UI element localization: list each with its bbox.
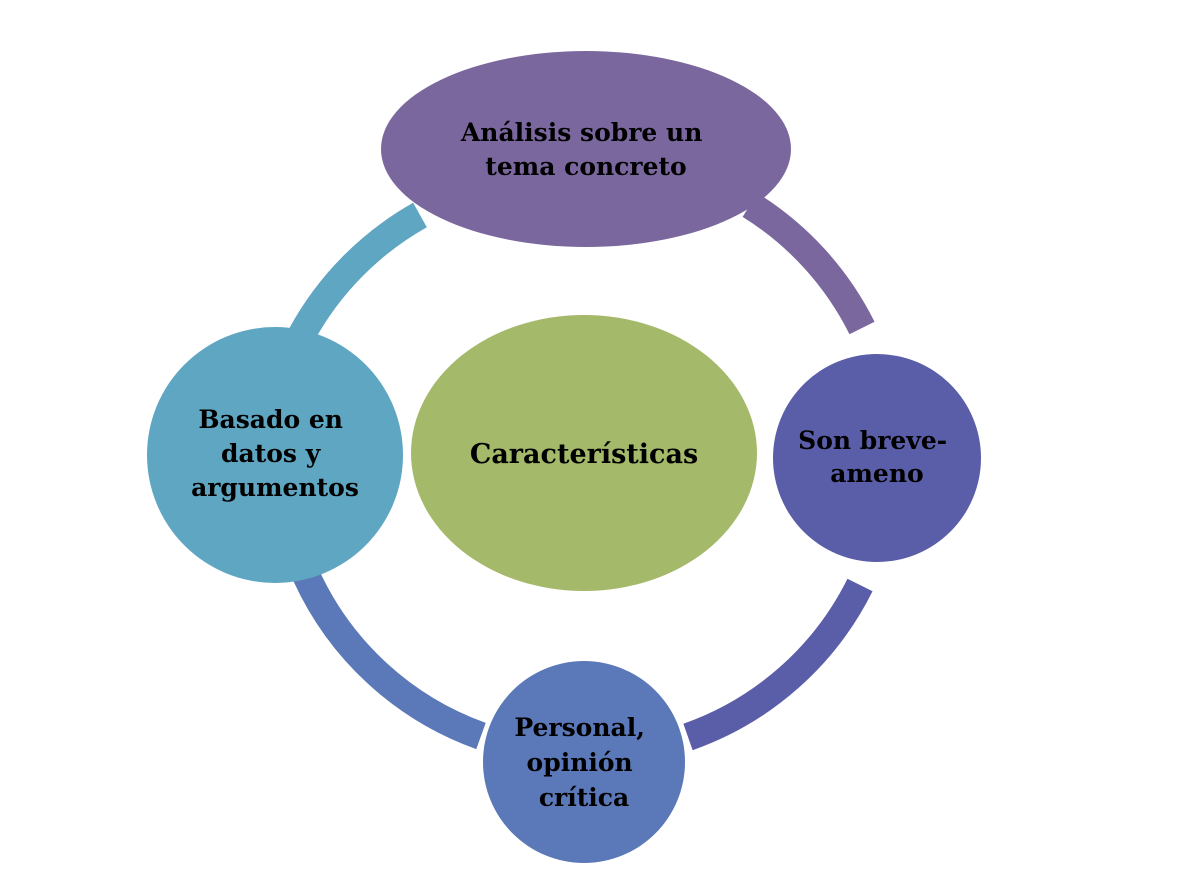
bottom-node: Personal, opinión crítica [483, 661, 685, 863]
center-node-line: Características [470, 439, 698, 470]
bottom-node-label: Personal, opinión crítica [514, 713, 653, 812]
arc-left-top [288, 202, 427, 343]
arc-right-bottom [683, 578, 873, 751]
left-node-line: argumentos [191, 473, 359, 502]
right-node-shape [773, 354, 981, 562]
top-node-line: Análisis sobre un [460, 118, 702, 147]
center-node-shape [411, 315, 757, 591]
center-node-label: Características [470, 439, 698, 470]
bottom-node-shape [483, 661, 685, 863]
bottom-node-line: crítica [539, 783, 629, 812]
left-node: Basado en datos y argumentos [147, 327, 403, 583]
center-node: Características [411, 315, 757, 591]
left-node-line: Basado en [198, 405, 343, 434]
right-node-line: ameno [830, 459, 923, 488]
left-node-label: Basado en datos y argumentos [191, 405, 359, 502]
arc-bottom-left [293, 569, 486, 750]
bottom-node-line: opinión [527, 748, 633, 777]
top-node: Análisis sobre un tema concreto [381, 51, 791, 247]
top-node-line: tema concreto [485, 152, 686, 181]
right-node-label: Son breve- ameno [798, 426, 956, 488]
left-node-shape [147, 327, 403, 583]
right-node: Son breve- ameno [773, 354, 981, 562]
top-node-shape [381, 51, 791, 247]
bottom-node-line: Personal, [514, 713, 645, 742]
top-node-label: Análisis sobre un tema concreto [460, 118, 711, 181]
arc-top-right [742, 193, 875, 335]
left-node-line: datos y [221, 439, 322, 468]
right-node-line: Son breve- [798, 426, 947, 455]
